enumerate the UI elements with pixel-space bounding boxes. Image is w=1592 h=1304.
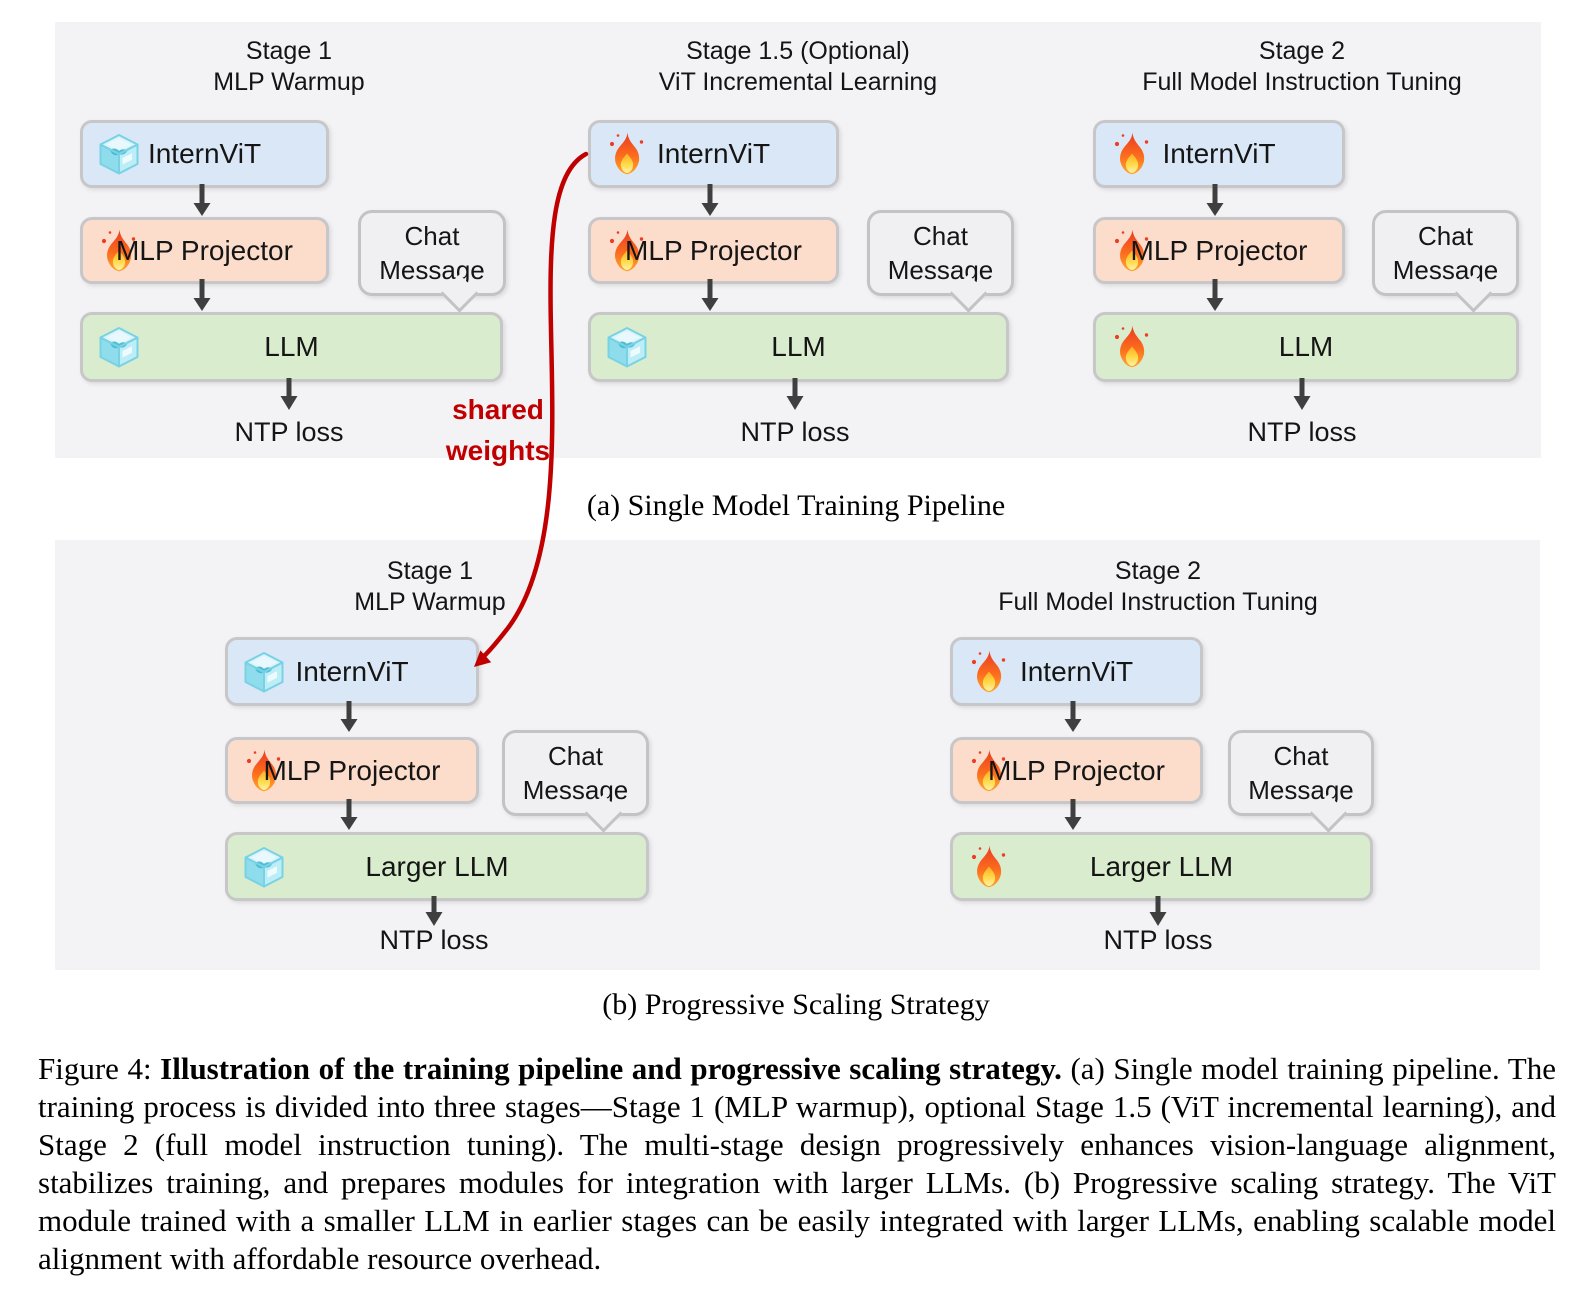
stage-title-line1: Stage 2: [1258, 37, 1346, 65]
chat-line2: Message: [522, 775, 629, 805]
mlp-projector-box-b1: MLP Projector: [225, 737, 479, 804]
shared-weights-annotation: shared weights: [408, 389, 588, 471]
chat-line2: Message: [1392, 255, 1499, 285]
mlp-projector-label: MLP Projector: [1130, 234, 1308, 266]
chat-message-bubble-a3: Chat Message: [1372, 210, 1519, 296]
mlp-projector-label: MLP Projector: [625, 234, 802, 266]
chat-line1: Chat: [404, 221, 460, 251]
mlp-projector-box-a3: MLP Projector: [1093, 217, 1345, 284]
caption-bold: Illustration of the training pipeline an…: [160, 1051, 1062, 1086]
stage-title-line1: Stage 1: [386, 557, 474, 585]
chat-line1: Chat: [1418, 221, 1473, 251]
larger-llm-box-b2: Larger LLM: [950, 832, 1373, 901]
chat-message-text: Chat Message: [361, 219, 503, 287]
panel-a-label: (a) Single Model Training Pipeline: [586, 489, 1006, 522]
llm-box-a3: LLM: [1093, 312, 1519, 382]
stage-title-line2: MLP Warmup: [354, 588, 506, 616]
stage-title-line1: Stage 1.5 (Optional): [686, 37, 910, 65]
internvit-box-b2: InternViT: [950, 637, 1203, 706]
panel-b-label: (b) Progressive Scaling Strategy: [602, 988, 990, 1021]
llm-box-a2: LLM: [588, 312, 1009, 382]
chat-message-text: Chat Message: [1375, 219, 1516, 287]
shared-weights-line2: weights: [445, 435, 551, 466]
stage-title-b2: Stage 2 Full Model Instruction Tuning: [928, 556, 1388, 618]
stage-title-a1: Stage 1 MLP Warmup: [109, 36, 469, 98]
mlp-projector-box-b2: MLP Projector: [950, 737, 1203, 804]
internvit-label: InternViT: [1019, 655, 1134, 687]
mlp-projector-box-a2: MLP Projector: [588, 217, 839, 284]
internvit-box-b1: InternViT: [225, 637, 479, 706]
ntp-loss-label-a1: NTP loss: [234, 417, 344, 447]
internvit-label: InternViT: [1162, 138, 1276, 169]
larger-llm-box-b1: Larger LLM: [225, 832, 649, 901]
ntp-loss-label-a3: NTP loss: [1247, 417, 1357, 447]
stage-title-b1: Stage 1 MLP Warmup: [250, 556, 610, 618]
internvit-box-a2: InternViT: [588, 120, 839, 188]
llm-label: LLM: [771, 331, 826, 362]
stage-title-line2: Full Model Instruction Tuning: [998, 588, 1318, 616]
chat-line1: Chat: [548, 741, 603, 771]
chat-line1: Chat: [1273, 741, 1329, 771]
chat-message-bubble-a1: Chat Message: [358, 210, 506, 296]
chat-message-text: Chat Message: [505, 739, 646, 807]
stage-title-a2: Stage 1.5 (Optional) ViT Incremental Lea…: [588, 36, 1008, 98]
chat-message-bubble-a2: Chat Message: [867, 210, 1014, 296]
mlp-projector-box-a1: MLP Projector: [80, 217, 329, 284]
chat-line2: Message: [887, 255, 994, 285]
shared-weights-line1: shared: [452, 394, 544, 425]
internvit-box-a3: InternViT: [1093, 120, 1345, 188]
stage-title-line2: MLP Warmup: [213, 68, 365, 96]
stage-title-line2: ViT Incremental Learning: [658, 68, 938, 96]
ntp-loss-label-b2: NTP loss: [1103, 925, 1213, 955]
chat-message-text: Chat Message: [1231, 739, 1371, 807]
figure-caption: Figure 4: Illustration of the training p…: [38, 1050, 1556, 1278]
chat-message-bubble-b1: Chat Message: [502, 730, 649, 816]
llm-box-a1: LLM: [80, 312, 503, 382]
stage-title-line2: Full Model Instruction Tuning: [1142, 68, 1462, 96]
internvit-label: InternViT: [147, 138, 262, 169]
stage-title-line1: Stage 2: [1114, 557, 1202, 585]
chat-message-text: Chat Message: [870, 219, 1011, 287]
internvit-label: InternViT: [295, 655, 409, 687]
chat-line2: Message: [379, 255, 485, 285]
mlp-projector-label: MLP Projector: [988, 754, 1165, 786]
internvit-box-a1: InternViT: [80, 120, 329, 188]
larger-llm-label: Larger LLM: [1089, 850, 1234, 882]
llm-label: LLM: [1278, 331, 1334, 362]
mlp-projector-label: MLP Projector: [116, 234, 293, 266]
internvit-label: InternViT: [656, 138, 771, 169]
caption-prefix: Figure 4:: [38, 1051, 161, 1086]
ntp-loss-label-a2: NTP loss: [740, 417, 850, 447]
larger-llm-label: Larger LLM: [365, 850, 509, 882]
stage-title-line1: Stage 1: [245, 37, 333, 65]
stage-title-a3: Stage 2 Full Model Instruction Tuning: [1072, 36, 1532, 98]
chat-line2: Message: [1248, 775, 1354, 805]
caption-rest: (a) Single model training pipeline. The …: [38, 1051, 1556, 1276]
chat-message-bubble-b2: Chat Message: [1228, 730, 1374, 816]
ntp-loss-label-b1: NTP loss: [379, 925, 489, 955]
mlp-projector-label: MLP Projector: [263, 754, 441, 786]
llm-label: LLM: [264, 331, 319, 362]
chat-line1: Chat: [913, 221, 968, 251]
